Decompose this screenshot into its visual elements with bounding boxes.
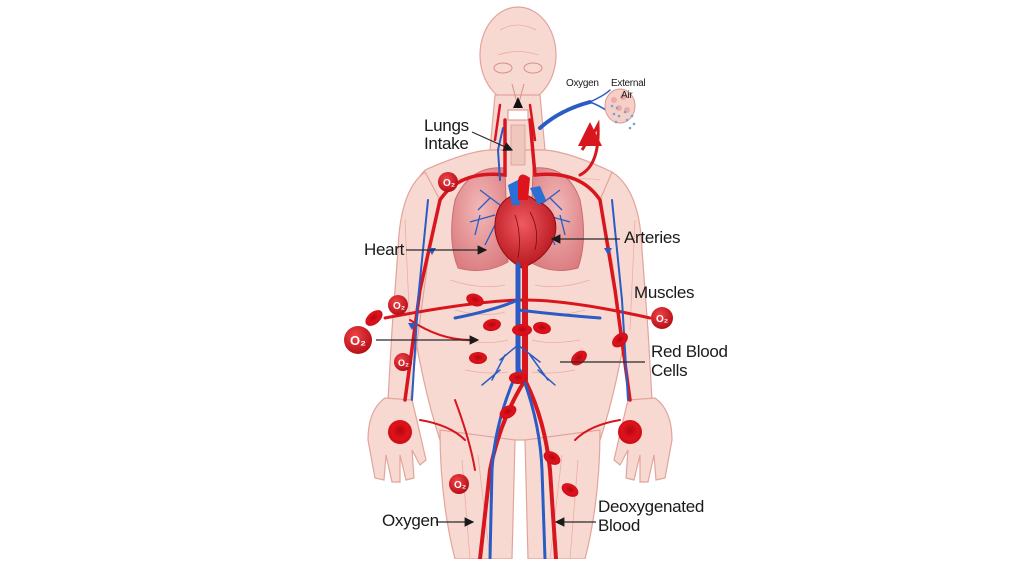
svg-text:O₂: O₂ bbox=[443, 178, 455, 189]
label-heart: Heart bbox=[364, 240, 405, 259]
label-deoxygenated-2: Blood bbox=[598, 516, 640, 535]
leader-lines bbox=[376, 131, 645, 527]
label-arteries: Arteries bbox=[624, 228, 681, 247]
label-lungs-2: Intake bbox=[424, 134, 469, 153]
nose-arrow-icon bbox=[513, 97, 523, 108]
label-lungs-1: Lungs bbox=[424, 116, 469, 135]
svg-text:O₂: O₂ bbox=[393, 301, 405, 312]
label-oxygen-top: Oxygen bbox=[566, 78, 599, 89]
label-oxygen-bottom: Oxygen bbox=[382, 511, 439, 530]
label-muscles: Muscles bbox=[634, 283, 695, 302]
alveolus-icon bbox=[604, 88, 636, 124]
label-external-air-1: External bbox=[611, 78, 646, 89]
label-external-air-2: Air bbox=[621, 90, 633, 101]
label-deoxygenated-1: Deoxygenated bbox=[598, 497, 705, 516]
label-red-blood-2: Cells bbox=[651, 361, 688, 380]
outflow-arrow-icon bbox=[577, 122, 602, 151]
svg-text:O₂: O₂ bbox=[398, 358, 409, 368]
svg-text:O₂: O₂ bbox=[656, 314, 668, 325]
o2-badges: O₂ O₂ O₂ O₂ O₂ O₂ bbox=[344, 172, 673, 494]
trachea bbox=[510, 124, 526, 166]
svg-text:O₂: O₂ bbox=[454, 480, 466, 491]
label-red-blood-1: Red Blood bbox=[651, 342, 728, 361]
heart bbox=[494, 174, 557, 269]
air-particles bbox=[610, 104, 636, 130]
svg-text:O₂: O₂ bbox=[350, 333, 366, 348]
